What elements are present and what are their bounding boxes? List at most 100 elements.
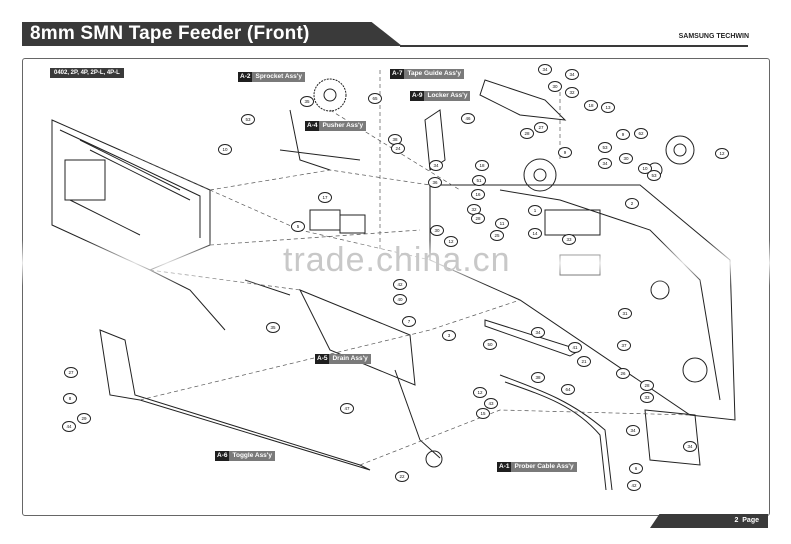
label-prober-cable-assy: A-1 Prober Cable Ass'y [497, 462, 577, 472]
part-callout: 12 [473, 387, 487, 398]
part-callout: 7 [402, 316, 416, 327]
part-callout: 34 [626, 425, 640, 436]
part-callout: 9 [558, 147, 572, 158]
page-title: 8mm SMN Tape Feeder (Front) [30, 23, 310, 44]
label-pusher-assy: A-4 Pusher Ass'y [305, 121, 367, 131]
part-callout: 62 [634, 128, 648, 139]
part-callout: 38 [531, 372, 545, 383]
assy-code: A-5 [315, 354, 330, 364]
brand-label: SAMSUNG TECHWIN [678, 33, 749, 40]
assy-code: A-9 [410, 91, 425, 101]
part-callout: 42 [627, 480, 641, 491]
part-callout: 34 [538, 64, 552, 75]
part-callout: 2 [625, 198, 639, 209]
assy-code: A-7 [390, 69, 405, 79]
page-label: Page [742, 517, 759, 524]
footer-page: 2 Page [734, 517, 759, 524]
part-callout: 10 [218, 144, 232, 155]
part-callout: 14 [528, 228, 542, 239]
part-callout: 51 [472, 175, 486, 186]
part-callout: 22 [395, 471, 409, 482]
part-callout: 33 [562, 234, 576, 245]
watermark-text: trade.china.cn [283, 241, 511, 279]
assy-name: Locker Ass'y [424, 91, 471, 101]
assy-name: Drain Ass'y [329, 354, 371, 364]
drawing-frame [22, 58, 770, 516]
assy-name: Tape Guide Ass'y [404, 69, 465, 79]
part-callout: 27 [64, 367, 78, 378]
part-callout: 28 [520, 128, 534, 139]
part-callout: 46 [461, 113, 475, 124]
part-callout: 21 [577, 356, 591, 367]
part-callout: 34 [429, 160, 443, 171]
part-callout: 43 [484, 398, 498, 409]
watermark-band [0, 240, 791, 286]
part-callout: 29 [77, 413, 91, 424]
header-rule [400, 45, 748, 47]
part-callout: 30 [619, 153, 633, 164]
part-callout: 16 [471, 189, 485, 200]
part-callout: 3 [442, 330, 456, 341]
part-callout: 64 [561, 384, 575, 395]
part-callout: 26 [616, 368, 630, 379]
part-callout: 15 [476, 408, 490, 419]
part-callout: 53 [598, 142, 612, 153]
part-callout: 13 [601, 102, 615, 113]
part-callout: 53 [241, 114, 255, 125]
part-callout: 37 [617, 340, 631, 351]
variant-list: 0402, 2P, 4P, 2P-L, 4P-L [50, 68, 124, 78]
part-callout: 41 [568, 342, 582, 353]
label-toggle-assy: A-6 Toggle Ass'y [215, 451, 275, 461]
footer-bar [650, 514, 768, 528]
part-callout: 6 [629, 463, 643, 474]
part-callout: 32 [565, 87, 579, 98]
part-callout: 9 [616, 129, 630, 140]
part-callout: 35 [300, 96, 314, 107]
assy-code: A-2 [238, 72, 253, 82]
label-drain-assy: A-5 Drain Ass'y [315, 354, 371, 364]
part-callout: 11 [495, 218, 509, 229]
page-number: 2 [734, 517, 739, 524]
assy-name: Sprocket Ass'y [252, 72, 305, 82]
label-tape-guide-assy: A-7 Tape Guide Ass'y [390, 69, 465, 79]
label-sprocket-assy: A-2 Sprocket Ass'y [238, 72, 305, 82]
part-callout: 50 [483, 339, 497, 350]
part-callout: 8 [63, 393, 77, 404]
part-callout: 18 [584, 100, 598, 111]
part-callout: 28 [471, 213, 485, 224]
assy-code: A-4 [305, 121, 320, 131]
part-callout: 28 [640, 380, 654, 391]
part-callout: 27 [534, 122, 548, 133]
part-callout: 24 [391, 143, 405, 154]
part-callout: 25 [490, 230, 504, 241]
part-callout: 47 [340, 403, 354, 414]
part-callout: 30 [548, 81, 562, 92]
part-callout: 1 [528, 205, 542, 216]
assy-code: A-1 [497, 462, 512, 472]
assy-name: Toggle Ass'y [229, 451, 275, 461]
part-callout: 12 [444, 236, 458, 247]
part-callout: 17 [318, 192, 332, 203]
part-callout: 12 [715, 148, 729, 159]
part-callout: 31 [618, 308, 632, 319]
part-callout: 42 [393, 279, 407, 290]
part-callout: 34 [531, 327, 545, 338]
part-callout: 18 [475, 160, 489, 171]
assy-name: Prober Cable Ass'y [511, 462, 577, 472]
assy-name: Pusher Ass'y [319, 121, 367, 131]
part-callout: 40 [393, 294, 407, 305]
part-callout: 35 [266, 322, 280, 333]
label-locker-assy: A-9 Locker Ass'y [410, 91, 471, 101]
part-callout: 30 [430, 225, 444, 236]
part-callout: 5 [291, 221, 305, 232]
part-callout: 53 [647, 170, 661, 181]
part-callout: 34 [683, 441, 697, 452]
part-callout: 34 [598, 158, 612, 169]
assy-code: A-6 [215, 451, 230, 461]
part-callout: 10 [638, 163, 652, 174]
header-bar [22, 22, 402, 46]
part-callout: 33 [640, 392, 654, 403]
part-callout: 36 [428, 177, 442, 188]
part-callout: 65 [368, 93, 382, 104]
part-callout: 44 [62, 421, 76, 432]
